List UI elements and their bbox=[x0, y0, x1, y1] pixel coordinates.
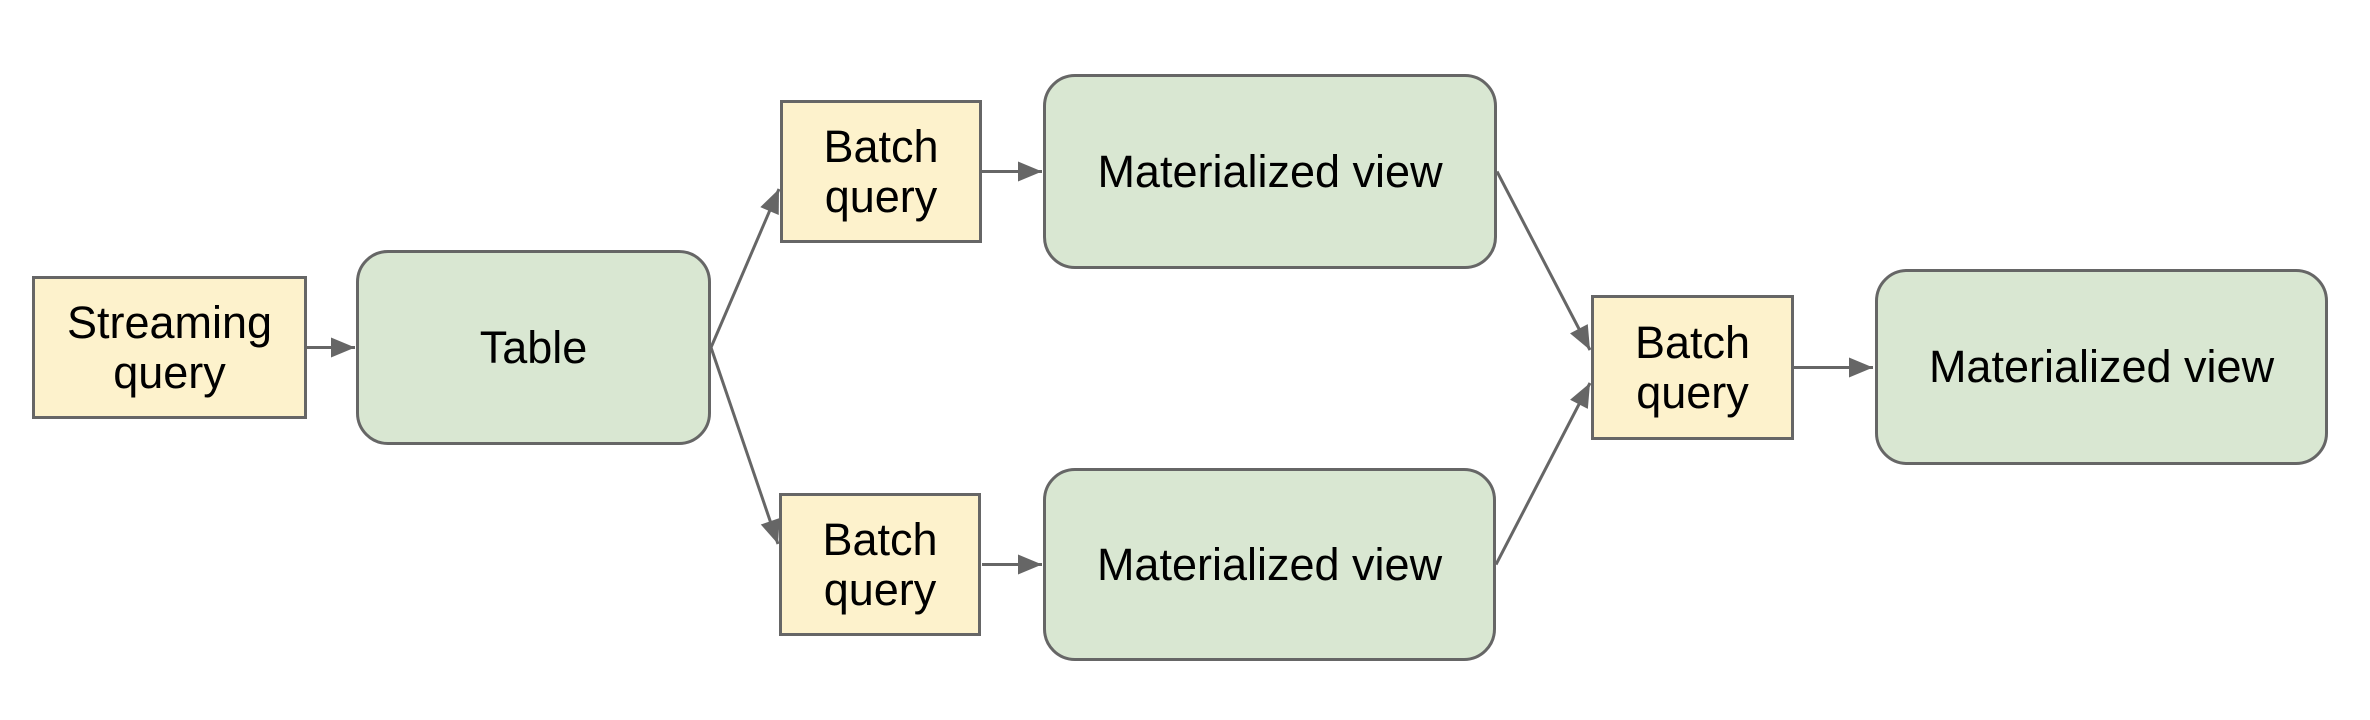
node-materialized-view-bottom-label: Materialized view bbox=[1096, 538, 1443, 590]
node-streaming-query: Streaming query bbox=[32, 276, 307, 419]
node-materialized-view-bottom: Materialized view bbox=[1043, 468, 1496, 661]
node-materialized-view-final: Materialized view bbox=[1875, 269, 2328, 465]
node-materialized-view-final-label: Materialized view bbox=[1928, 341, 2275, 392]
node-materialized-view-top-label: Materialized view bbox=[1097, 145, 1443, 197]
node-streaming-query-label: Streaming query bbox=[66, 296, 273, 398]
node-batch-query-center-label: Batch query bbox=[1634, 316, 1751, 418]
node-batch-query-center: Batch query bbox=[1591, 295, 1794, 440]
node-table-label: Table bbox=[479, 321, 588, 373]
edge-materialized-view-bottom-to-batch-query-center-arrow bbox=[1494, 382, 1592, 566]
node-batch-query-bottom: Batch query bbox=[779, 493, 981, 636]
edge-materialized-view-top-to-batch-query-center-arrow bbox=[1495, 170, 1592, 351]
node-table: Table bbox=[356, 250, 711, 445]
node-batch-query-top: Batch query bbox=[780, 100, 982, 243]
edge-table-to-batch-query-bottom-arrow bbox=[709, 347, 780, 545]
edge-table-to-batch-query-top-arrow bbox=[709, 188, 781, 349]
node-batch-query-bottom-label: Batch query bbox=[822, 513, 938, 615]
node-materialized-view-top: Materialized view bbox=[1043, 74, 1497, 269]
node-batch-query-top-label: Batch query bbox=[823, 120, 939, 222]
